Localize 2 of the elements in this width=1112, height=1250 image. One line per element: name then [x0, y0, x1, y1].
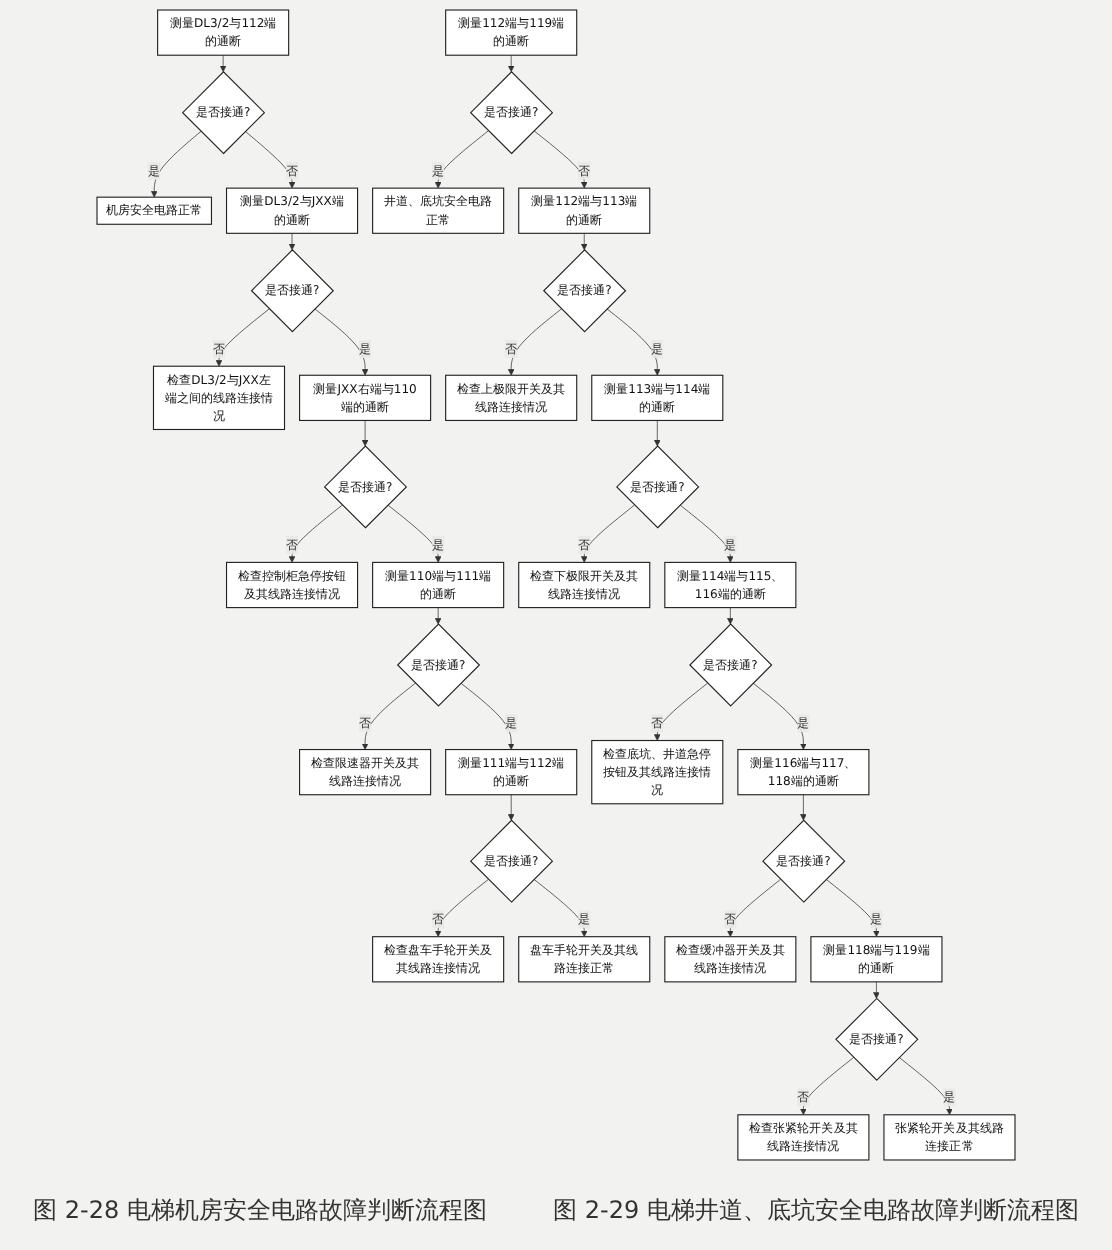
figure-caption: 图 2-29 电梯井道、底坑安全电路故障判断流程图	[553, 1193, 1079, 1227]
figure-caption: 图 2-28 电梯机房安全电路故障判断流程图	[33, 1193, 487, 1227]
